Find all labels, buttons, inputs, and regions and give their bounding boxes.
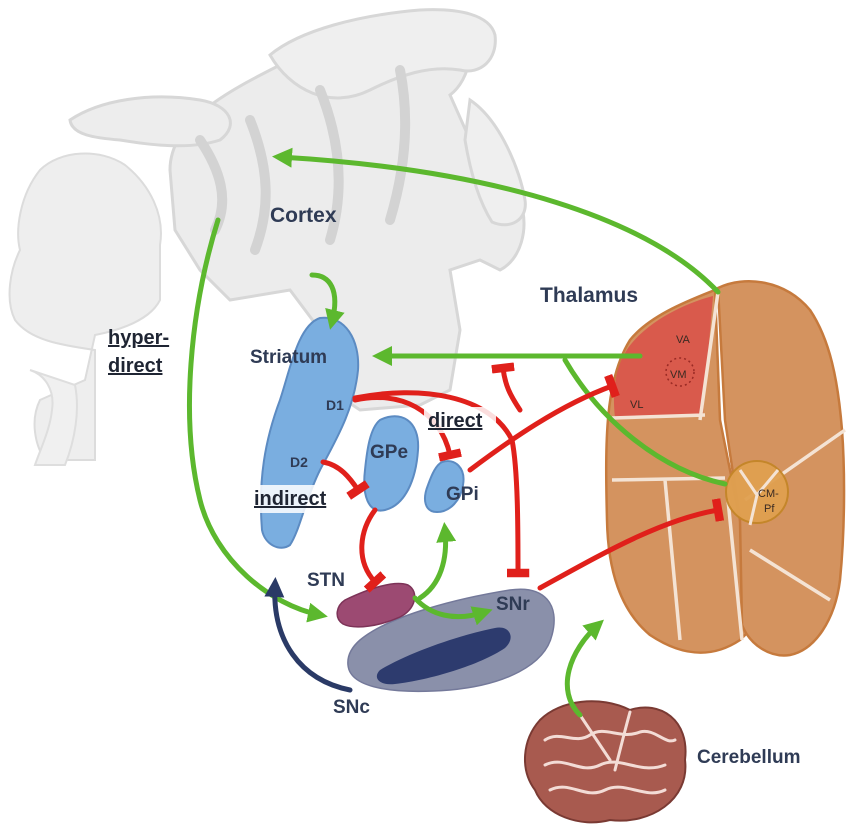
cortex-fold-1 [195,65,411,255]
cm-pf-label-line1: CM- [758,488,779,500]
vl-label: VL [630,399,643,411]
right-gyrus [463,97,527,227]
gpe-shape [363,415,420,512]
indirect-pathway-label: indirect [254,488,327,510]
motor-thalamus-region [613,296,713,418]
thalamus-right-lobe [716,280,846,657]
hyperdirect-label-line1: hyper- [108,327,169,349]
thalamus-to-cortex-arrow [272,147,721,295]
d2-label: D2 [290,454,308,470]
gpi-label: GPi [446,484,479,505]
direct-pathway-label: direct [428,410,483,432]
brain-silhouette [8,8,527,466]
d2-to-gpe-tbar [320,459,370,500]
va-label: VA [676,334,691,346]
snr-to-cmpf-tbar [537,498,725,591]
indirect-label-bg [250,485,344,513]
stn-to-snr-arrow [412,595,493,626]
cm-pf-y-division [738,469,780,526]
head-profile [8,152,162,461]
neck-vertebrae [29,369,78,466]
gpe-to-stn-tbar [359,507,387,593]
inhibitory-connections [320,362,725,593]
cerebellum-label: Cerebellum [697,747,800,768]
thalamus [604,280,847,657]
striatum-label: Striatum [250,347,327,368]
excitatory-connections [187,147,728,718]
gpi-shape [424,460,465,514]
gpe-label: GPe [370,442,408,463]
snr-label: SNr [496,594,530,615]
cmpf-to-striatum-arrow [562,357,728,487]
d1-label: D1 [326,397,344,413]
thalamus-label: Thalamus [540,284,638,307]
top-gyrus [268,8,497,100]
snc-shape [376,627,511,685]
cerebellum-folia [543,710,677,795]
thalamus-divisions [611,291,847,641]
hyperdirect-label-line2: direct [108,355,163,377]
stn-shape [336,582,416,628]
vm-nucleus [665,357,695,387]
cm-pf-label-line2: Pf [764,503,775,515]
finger-gyrus [68,95,232,148]
cerebellum [524,700,687,824]
gpi-to-thalamus-tbar [467,373,620,473]
thalamic-branch-tbar [491,362,523,413]
cortex-outline [168,25,526,412]
direct-label-bg [424,407,496,433]
cortex-to-striatum-arrow [309,272,345,330]
cortex-label: Cortex [270,204,337,227]
snc-to-striatum-arrow [264,577,353,693]
stn-to-gpi-arrow [417,522,457,601]
stn-label: STN [307,570,345,591]
vm-label: VM [670,369,687,381]
cerebellum-to-thalamus-arrow [564,619,604,718]
snc-label: SNc [333,697,370,718]
